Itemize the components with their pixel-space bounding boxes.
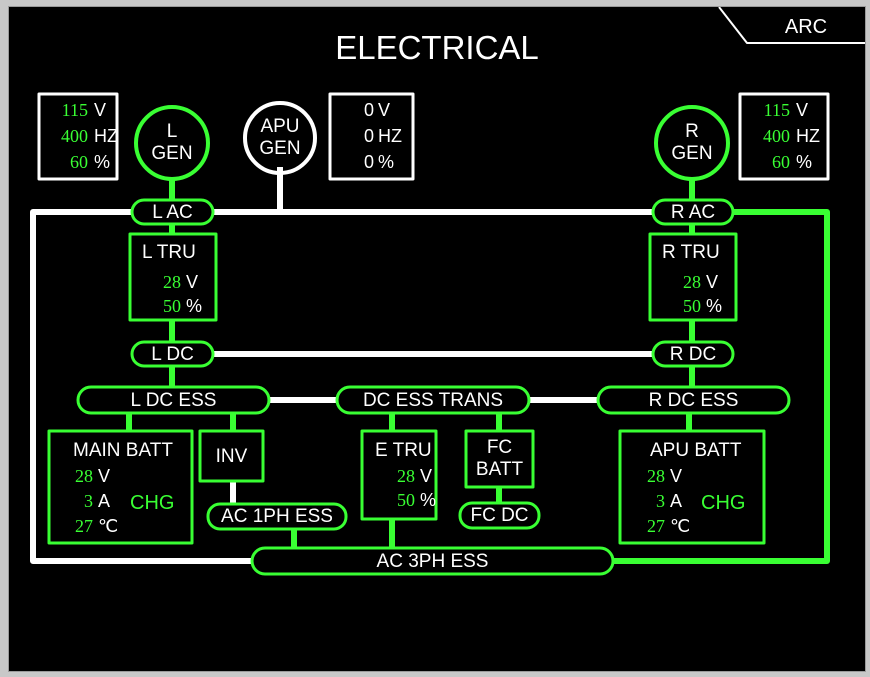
l-tru-load: 50 [163,296,181,316]
fc-dc-bus[interactable]: FC DC [470,505,529,526]
l-gen-label-line1: L [166,121,178,142]
r-tru-load-unit: % [706,296,723,316]
r-gen-frequency-unit: HZ [796,126,820,146]
electrical-synoptic-screen: ELECTRICAL ARC 115 V 400 HZ 60 % L GEN A… [8,6,866,672]
apu-batt-label: APU BATT [650,440,742,461]
ac-1ph-ess-bus[interactable]: AC 1PH ESS [221,506,333,527]
apu-gen-label[interactable]: APU GEN [245,116,315,160]
apu-gen-circle [243,101,317,175]
r-gen-voltage-unit: V [796,100,809,120]
unpowered-wiring [30,167,653,564]
apu-gen-load: 0 [363,152,374,172]
arc-mode-button[interactable]: ARC [784,16,828,38]
apu-batt-current: 3 [656,491,665,511]
l-gen-label[interactable]: L GEN [136,121,208,165]
r-gen-load: 60 [772,152,790,172]
r-gen-label-line1: R [685,121,699,142]
page-title: ELECTRICAL [335,29,539,66]
apu-batt-voltage-unit: V [670,466,683,486]
apu-batt-temperature: 27 [647,516,665,536]
l-gen-load-unit: % [94,152,111,172]
apu-gen-voltage: 0 [363,100,374,120]
l-tru-label: L TRU [142,242,196,263]
e-tru-load-unit: % [420,490,437,510]
electrical-schematic [30,7,865,576]
r-tru-voltage-unit: V [706,272,719,292]
dc-ess-trans-bus[interactable]: DC ESS TRANS [362,390,504,411]
l-gen-voltage-unit: V [94,100,107,120]
main-batt-current-unit: A [98,491,111,511]
r-gen-label-line2: GEN [671,143,713,164]
r-gen-load-unit: % [796,152,813,172]
apu-gen-load-unit: % [378,152,395,172]
fc-batt-label-line2: BATT [475,459,524,480]
apu-batt-current-unit: A [670,491,683,511]
r-gen-label[interactable]: R GEN [656,121,728,165]
r-ac-bus[interactable]: R AC [670,202,716,223]
inverter[interactable]: INV [215,446,248,467]
l-gen-voltage: 115 [61,100,88,120]
apu-gen-frequency: 0 [363,126,374,146]
fc-batt-label-line1: FC [486,437,513,458]
main-batt-voltage: 28 [75,466,93,486]
apu-gen-voltage-unit: V [378,100,391,120]
apu-gen-label-line1: APU [260,116,300,137]
arc-tab-outline [718,7,865,44]
e-tru-load: 50 [397,490,415,510]
r-gen-circle [654,105,730,181]
main-batt-current: 3 [84,491,93,511]
apu-gen-frequency-unit: HZ [378,126,402,146]
l-tru-voltage-unit: V [186,272,199,292]
l-gen-load: 60 [70,152,88,172]
r-tru-label: R TRU [662,242,720,263]
main-batt-temperature-unit: ℃ [98,516,119,536]
l-gen-frequency-unit: HZ [94,126,118,146]
l-gen-label-line2: GEN [151,143,193,164]
l-dc-ess-bus[interactable]: L DC ESS [130,390,217,411]
main-batt-temperature: 27 [75,516,93,536]
r-gen-voltage: 115 [763,100,790,120]
e-tru-label: E TRU [375,440,432,461]
l-gen-frequency: 400 [61,126,88,146]
fc-battery[interactable]: FC BATT [466,437,533,481]
l-dc-bus[interactable]: L DC [151,344,194,365]
r-gen-frequency: 400 [763,126,790,146]
main-batt-state: CHG [130,492,175,514]
r-dc-bus[interactable]: R DC [669,344,717,365]
l-tru-voltage: 28 [163,272,181,292]
apu-batt-voltage: 28 [647,466,665,486]
powered-wiring [126,177,830,564]
apu-gen-label-line2: GEN [259,138,301,159]
r-dc-ess-bus[interactable]: R DC ESS [648,390,739,411]
main-batt-voltage-unit: V [98,466,111,486]
e-tru-voltage-unit: V [420,466,433,486]
apu-batt-temperature-unit: ℃ [670,516,691,536]
l-gen-circle [134,105,210,181]
main-batt-label: MAIN BATT [73,440,173,461]
ac-3ph-ess-bus[interactable]: AC 3PH ESS [376,551,489,572]
r-tru-voltage: 28 [683,272,701,292]
e-tru-voltage: 28 [397,466,415,486]
l-ac-bus[interactable]: L AC [152,202,193,223]
apu-batt-state: CHG [701,492,746,514]
r-tru-load: 50 [683,296,701,316]
l-tru-load-unit: % [186,296,203,316]
